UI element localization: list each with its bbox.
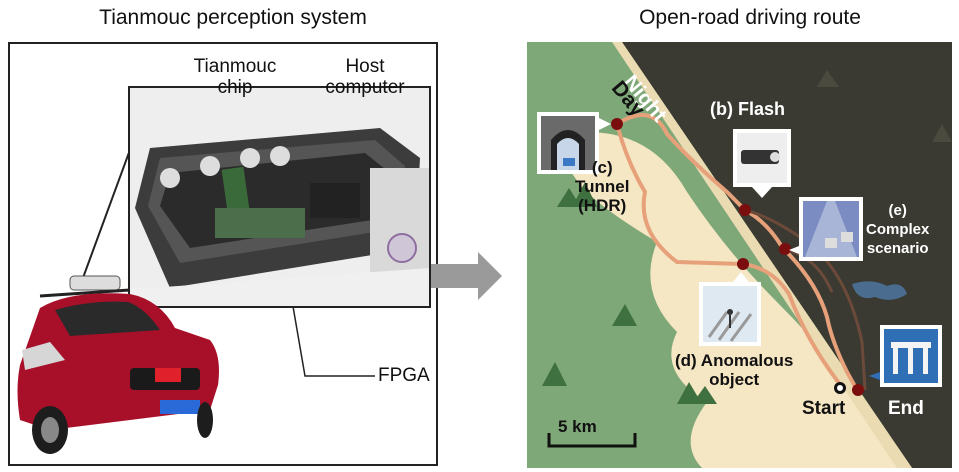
complex-scenario-label: (e) Complex scenario	[866, 202, 930, 257]
right-panel-title: Open-road driving route	[639, 6, 861, 29]
left-panel-title: Tianmouc perception system	[99, 6, 367, 29]
scale-bar-label: 5 km	[558, 417, 597, 436]
tianmouc-chip-label: Tianmouc chip	[193, 56, 277, 98]
anomalous-object-label: (d) Anomalous object	[675, 351, 794, 389]
car-image	[17, 275, 219, 454]
flash-label: (b) Flash	[710, 99, 785, 119]
equipment-inset	[128, 86, 431, 308]
route-map	[527, 42, 952, 468]
start-label: Start	[802, 398, 846, 419]
tunnel-label: (c) Tunnel (HDR)	[575, 158, 630, 215]
host-computer-label: Host computer	[325, 56, 405, 98]
end-label: End	[888, 398, 924, 419]
fpga-label: FPGA	[378, 365, 430, 386]
